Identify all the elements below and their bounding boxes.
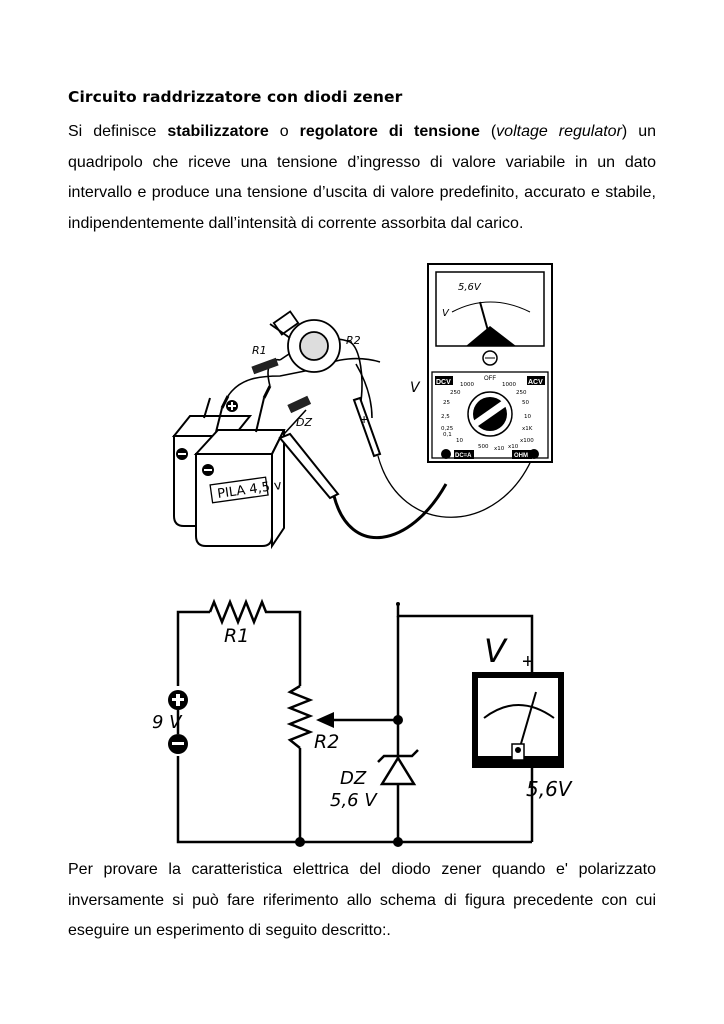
term-regolatore: regolatore di tensione [299, 123, 480, 140]
voltmeter [472, 672, 564, 768]
svg-text:x100: x100 [520, 438, 534, 444]
multimeter: 5,6V V DCV ACV OFF DC=A OHM [427, 263, 553, 463]
dz-label: DZ [340, 768, 367, 789]
meter-reading: 5,6V [458, 282, 482, 293]
off-label: OFF [484, 376, 496, 382]
intro-paragraph: Si definisce stabilizzatore o regolatore… [68, 117, 656, 239]
svg-text:250: 250 [450, 390, 461, 396]
svg-text:x10: x10 [494, 446, 505, 452]
svg-text:1000: 1000 [502, 382, 516, 388]
schematic-figure: R1 R2 9 V DZ 5,6 V [152, 598, 573, 847]
svg-text:250: 250 [516, 390, 527, 396]
intro-text-end: ) un quadripolo che riceve una tensione … [68, 123, 657, 232]
svg-text:0,25: 0,25 [441, 426, 454, 432]
r1-label: R1 [252, 344, 267, 357]
meter-side-v-label: V [410, 380, 421, 396]
svg-text:2,5: 2,5 [441, 414, 450, 420]
outro-paragraph: Per provare la caratteristica elettrica … [68, 861, 656, 939]
dz-label: DZ [296, 416, 312, 429]
intro-paren-open: ( [479, 123, 497, 140]
plus-jack-icon [529, 449, 539, 459]
battery-label: 9 V [152, 712, 183, 733]
dz-value: 5,6 V [330, 790, 378, 811]
r2-potentiometer [286, 684, 314, 749]
r1-resistor: R1 [251, 344, 279, 375]
selector-scale-left: 1000 250 25 2,5 0,25 0,1 [441, 382, 474, 438]
black-probe [278, 432, 340, 500]
section-heading: Circuito raddrizzatore con diodi zener [68, 88, 403, 106]
term-voltage-regulator: voltage regulator [496, 123, 622, 140]
meter-value: 5,6V [526, 777, 573, 801]
dz-diode: DZ [287, 395, 312, 429]
r2-label: R2 [314, 731, 339, 753]
red-probe [352, 396, 382, 458]
meter-plus: + [522, 651, 534, 673]
selector-scale-right: 1000 250 50 10 x1K x100 x10 [502, 382, 534, 450]
svg-text:1000: 1000 [460, 382, 474, 388]
svg-text:x1K: x1K [522, 426, 533, 432]
term-stabilizzatore: stabilizzatore [167, 123, 269, 140]
acv-label: ACV [528, 379, 543, 386]
probe-plus-label: + [360, 411, 368, 427]
selector-scale-bottom: 10 500 x10 [456, 438, 505, 452]
svg-text:10: 10 [524, 414, 531, 420]
meter-label: V [484, 632, 508, 670]
schematic-wires [176, 604, 534, 844]
r2-label: R2 [346, 334, 361, 347]
ohm-label: OHM [514, 453, 528, 459]
meter-v-label: V [442, 308, 450, 319]
svg-text:500: 500 [478, 444, 489, 450]
svg-text:0,1: 0,1 [443, 432, 452, 438]
battery-pack [171, 385, 286, 550]
zener-diode [377, 749, 419, 796]
svg-text:50: 50 [522, 400, 529, 406]
svg-text:x10: x10 [508, 444, 519, 450]
intro-text-start: Si definisce [68, 123, 168, 140]
com-jack-icon [441, 449, 451, 459]
svg-text:25: 25 [443, 400, 450, 406]
dcv-label: DCV [436, 379, 451, 386]
practical-circuit-figure: PILA 4,5 v R1 R2 DZ [171, 263, 553, 550]
r1-label: R1 [224, 625, 249, 647]
svg-text:10: 10 [456, 438, 463, 444]
wiper-arrow-icon [316, 712, 334, 728]
intro-text-or: o [268, 123, 300, 140]
dca-label: DC=A [455, 453, 472, 459]
r1-resistor [208, 598, 270, 626]
r2-potentiometer [269, 310, 341, 373]
